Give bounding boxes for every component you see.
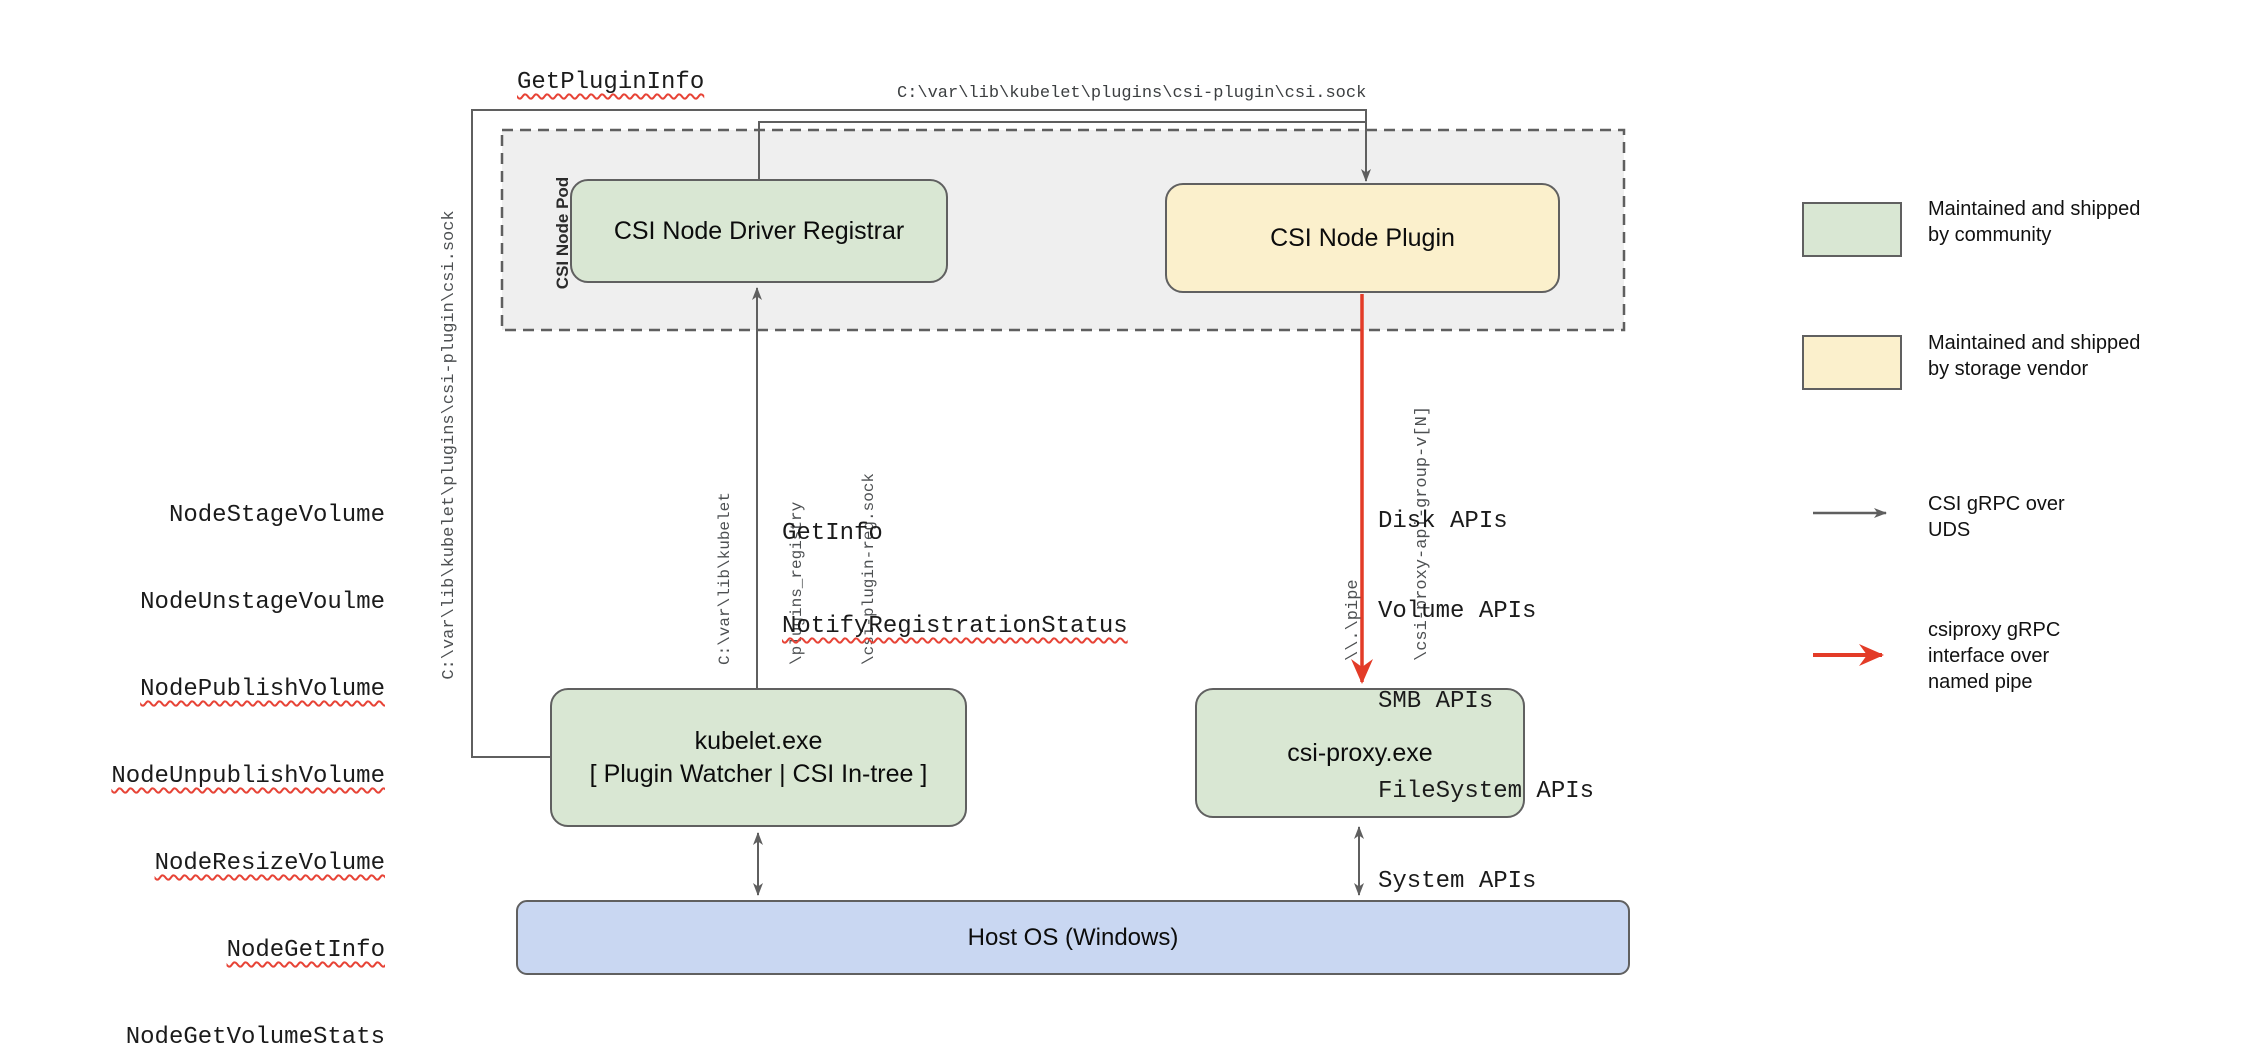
legend-vendor-swatch [1802,335,1902,390]
registry-path-line: C:\var\lib\kubelet [716,492,734,665]
kubelet-title: kubelet.exe [694,726,823,755]
legend-vendor-text: Maintained and shipped by storage vendor [1928,330,2140,382]
node-host-os: Host OS (Windows) [516,900,1630,975]
node-method: NodeUnpublishVolume [111,763,385,790]
pipe-path-line: \\.\pipe [1344,579,1363,661]
legend-uds-text: CSI gRPC over UDS [1928,491,2065,543]
legend-line: by community [1928,224,2052,246]
legend-community-text: Maintained and shipped by community [1928,196,2140,248]
legend-line: named pipe [1928,671,2033,693]
node-method: NodeStageVolume [168,502,385,529]
node-csi-proxy: csi-proxy.exe [1195,688,1525,818]
host-os-label: Host OS (Windows) [967,924,1179,951]
registrar-to-plugin-uds-line [758,121,1365,180]
api-group-item: SMB APIs [1378,688,1494,715]
label-registration-calls: GetInfo NotifyRegistrationStatus [782,456,1128,704]
label-getinfo: GetInfo [782,520,883,547]
label-top-socket-path: C:\var\lib\kubelet\plugins\csi-plugin\cs… [897,84,1367,103]
node-method: NodeGetInfo [226,937,385,964]
label-proxy-api-groups: Disk APIs Volume APIs SMB APIs FileSyste… [1378,447,1594,957]
registrar-label: CSI Node Driver Registrar [613,216,905,245]
api-group-item: System APIs [1378,868,1537,895]
label-notifyregistrationstatus: NotifyRegistrationStatus [782,613,1128,640]
node-method: NodeUnstageVoulme [140,589,385,616]
label-named-pipe-path: \\.\pipe \csi-proxy-api-group-v[N] [1296,371,1432,661]
legend-line: csiproxy gRPC [1928,619,2061,641]
label-registry-socket-path: C:\var\lib\kubelet \plugins_registry \cs… [665,465,878,665]
api-group-item: Disk APIs [1378,508,1508,535]
label-node-method-list: NodeStageVolume NodeUnstageVoulme NodePu… [55,443,385,1044]
kubelet-subtitle: [ Plugin Watcher | CSI In-tree ] [589,759,928,788]
node-method: NodeGetVolumeStats [125,1024,385,1044]
legend-community-swatch [1802,202,1902,257]
legend-line: UDS [1928,519,1971,541]
plugin-label: CSI Node Plugin [1270,223,1455,252]
legend-pipe-text: csiproxy gRPC interface over named pipe [1928,617,2060,695]
legend-line: Maintained and shipped [1928,198,2141,220]
api-group-item: Volume APIs [1378,598,1537,625]
node-kubelet: kubelet.exe [ Plugin Watcher | CSI In-tr… [550,688,967,827]
label-getplugininfo: GetPluginInfo [517,69,705,96]
legend-line: CSI gRPC over [1928,493,2065,515]
csi-proxy-label: csi-proxy.exe [1287,738,1433,767]
api-group-item: FileSystem APIs [1378,778,1595,805]
legend-line: interface over [1928,645,2050,667]
node-method: NodePublishVolume [140,676,385,703]
legend-line: by storage vendor [1928,358,2089,380]
kubelet-to-plugin-uds-line [471,109,1371,758]
node-method: NodeResizeVolume [154,850,385,877]
node-csi-node-driver-registrar: CSI Node Driver Registrar [570,179,948,283]
legend-line: Maintained and shipped [1928,332,2141,354]
node-csi-node-plugin: CSI Node Plugin [1165,183,1560,293]
label-left-socket-path: C:\var\lib\kubelet\plugins\csi-plugin\cs… [440,210,459,680]
